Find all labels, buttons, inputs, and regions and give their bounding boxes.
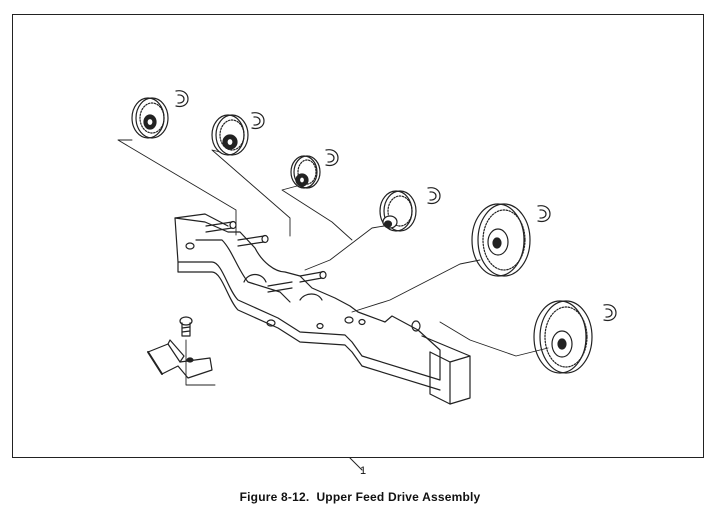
figure-caption: Figure 8-12. Upper Feed Drive Assembly [0,490,720,504]
retaining-clip-5 [537,205,551,222]
figure-number: Figure 8-12. [239,490,310,504]
drawing-frame [12,14,704,458]
retaining-clip-1 [175,90,189,107]
large-gear-5 [471,203,531,277]
retaining-clip-4 [427,187,441,204]
callout-leader [349,457,363,471]
small-gear-3 [290,155,321,189]
retaining-clip-2 [251,112,265,129]
large-gear-6 [533,300,593,374]
retaining-clip-6 [603,304,617,321]
figure-title: Upper Feed Drive Assembly [316,490,481,504]
small-gear-1 [131,97,169,139]
mounting-screw [179,316,193,337]
mounting-bracket [174,213,471,405]
small-gear-2 [211,114,249,156]
spring-clip-bracket [147,339,213,379]
callout-label-1: 1 [360,465,367,477]
retaining-clip-3 [325,149,339,166]
medium-gear-4 [379,190,417,232]
